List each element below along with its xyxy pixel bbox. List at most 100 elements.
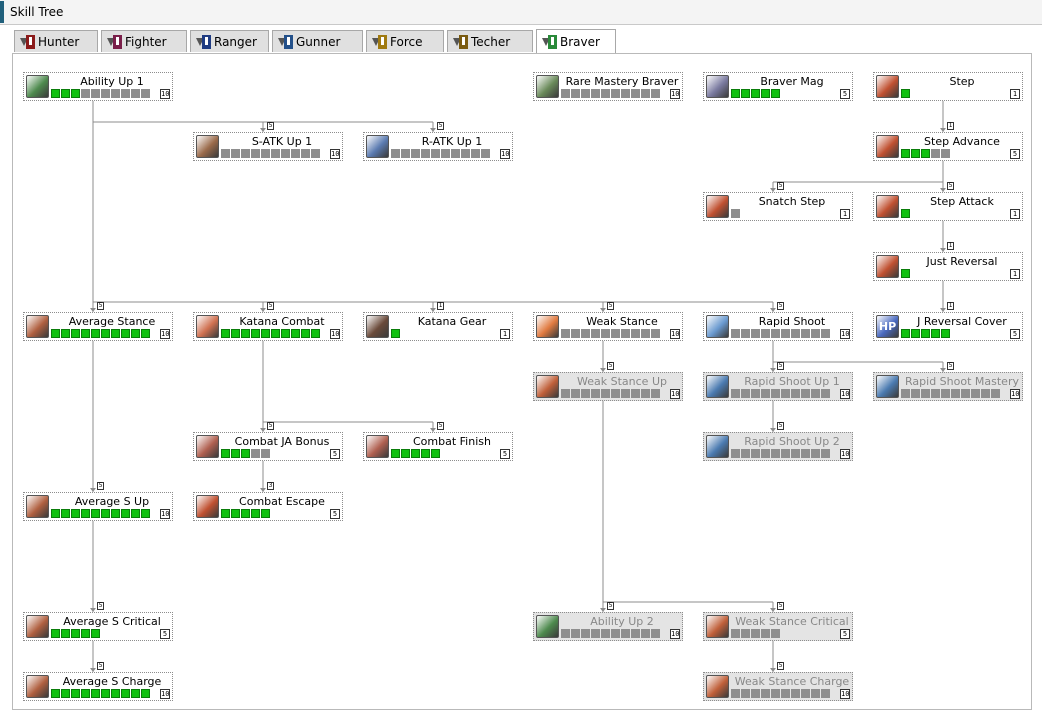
rapid-shoot-up-2-icon: [706, 435, 729, 458]
rare-mastery-braver-icon: [536, 75, 559, 98]
tab-gunner[interactable]: Gunner: [272, 30, 363, 52]
braver-class-icon: [541, 34, 557, 50]
max-level-badge: 10: [670, 329, 680, 339]
level-pip: [911, 329, 920, 338]
skill-katana-gear[interactable]: Katana Gear 1: [363, 312, 513, 341]
average-s-charge-icon: [26, 675, 49, 698]
level-pip: [641, 389, 650, 398]
skill-name: Average S Up: [74, 495, 150, 508]
required-level-badge: 5: [267, 122, 274, 130]
level-pip: [921, 389, 930, 398]
level-pip: [751, 689, 760, 698]
level-pip: [571, 389, 580, 398]
max-level-badge: 1: [1010, 89, 1020, 99]
level-pip: [781, 449, 790, 458]
level-pip: [131, 509, 140, 518]
level-pip: [741, 89, 750, 98]
max-level-badge: 10: [160, 689, 170, 699]
requirement-arrow: [260, 128, 266, 132]
level-pip: [571, 89, 580, 98]
tab-hunter[interactable]: Hunter: [14, 30, 98, 52]
level-pip: [431, 449, 440, 458]
level-pip: [781, 689, 790, 698]
level-pip: [291, 149, 300, 158]
level-pip: [741, 689, 750, 698]
skill-name: Combat JA Bonus: [234, 435, 330, 448]
requirement-arrow: [90, 608, 96, 612]
level-pip: [761, 449, 770, 458]
level-pip: [231, 149, 240, 158]
level-pip: [221, 149, 230, 158]
skill-name: S-ATK Up 1: [251, 135, 313, 148]
level-pip: [581, 89, 590, 98]
tab-ranger[interactable]: Ranger: [190, 30, 269, 52]
level-pip: [91, 629, 100, 638]
level-pip: [591, 89, 600, 98]
tab-force[interactable]: Force: [366, 30, 444, 52]
skill-name: Ability Up 2: [590, 615, 654, 628]
hunter-class-icon: [19, 34, 35, 50]
skill-name: R-ATK Up 1: [421, 135, 483, 148]
tab-braver[interactable]: Braver: [536, 29, 616, 53]
skill-name: Weak Stance Up: [577, 375, 667, 388]
skill-weak-stance[interactable]: Weak Stance 10: [533, 312, 683, 341]
max-level-badge: 10: [840, 449, 850, 459]
level-pip: [51, 329, 60, 338]
level-pip: [621, 329, 630, 338]
tab-techer[interactable]: Techer: [447, 30, 533, 52]
level-pip: [901, 269, 910, 278]
level-pip: [901, 329, 910, 338]
level-pip: [101, 689, 110, 698]
skill-level-bar: [901, 389, 1001, 399]
skill-name: Katana Gear: [417, 315, 487, 328]
level-pip: [651, 89, 660, 98]
level-pip: [821, 389, 830, 398]
average-s-up-icon: [26, 495, 49, 518]
level-pip: [771, 329, 780, 338]
required-level-badge: 5: [97, 482, 104, 490]
level-pip: [651, 389, 660, 398]
required-level-badge: 1: [947, 122, 954, 130]
max-level-badge: 1: [500, 329, 510, 339]
tab-fighter[interactable]: Fighter: [101, 30, 187, 52]
level-pip: [731, 329, 740, 338]
level-pip: [641, 629, 650, 638]
skill-name: Weak Stance: [586, 315, 658, 328]
level-pip: [91, 89, 100, 98]
level-pip: [751, 389, 760, 398]
level-pip: [141, 509, 150, 518]
requirement-arrow: [770, 188, 776, 192]
level-pip: [241, 149, 250, 158]
max-level-badge: 10: [160, 89, 170, 99]
level-pip: [101, 329, 110, 338]
level-pip: [641, 329, 650, 338]
tab-label: Hunter: [38, 34, 80, 49]
